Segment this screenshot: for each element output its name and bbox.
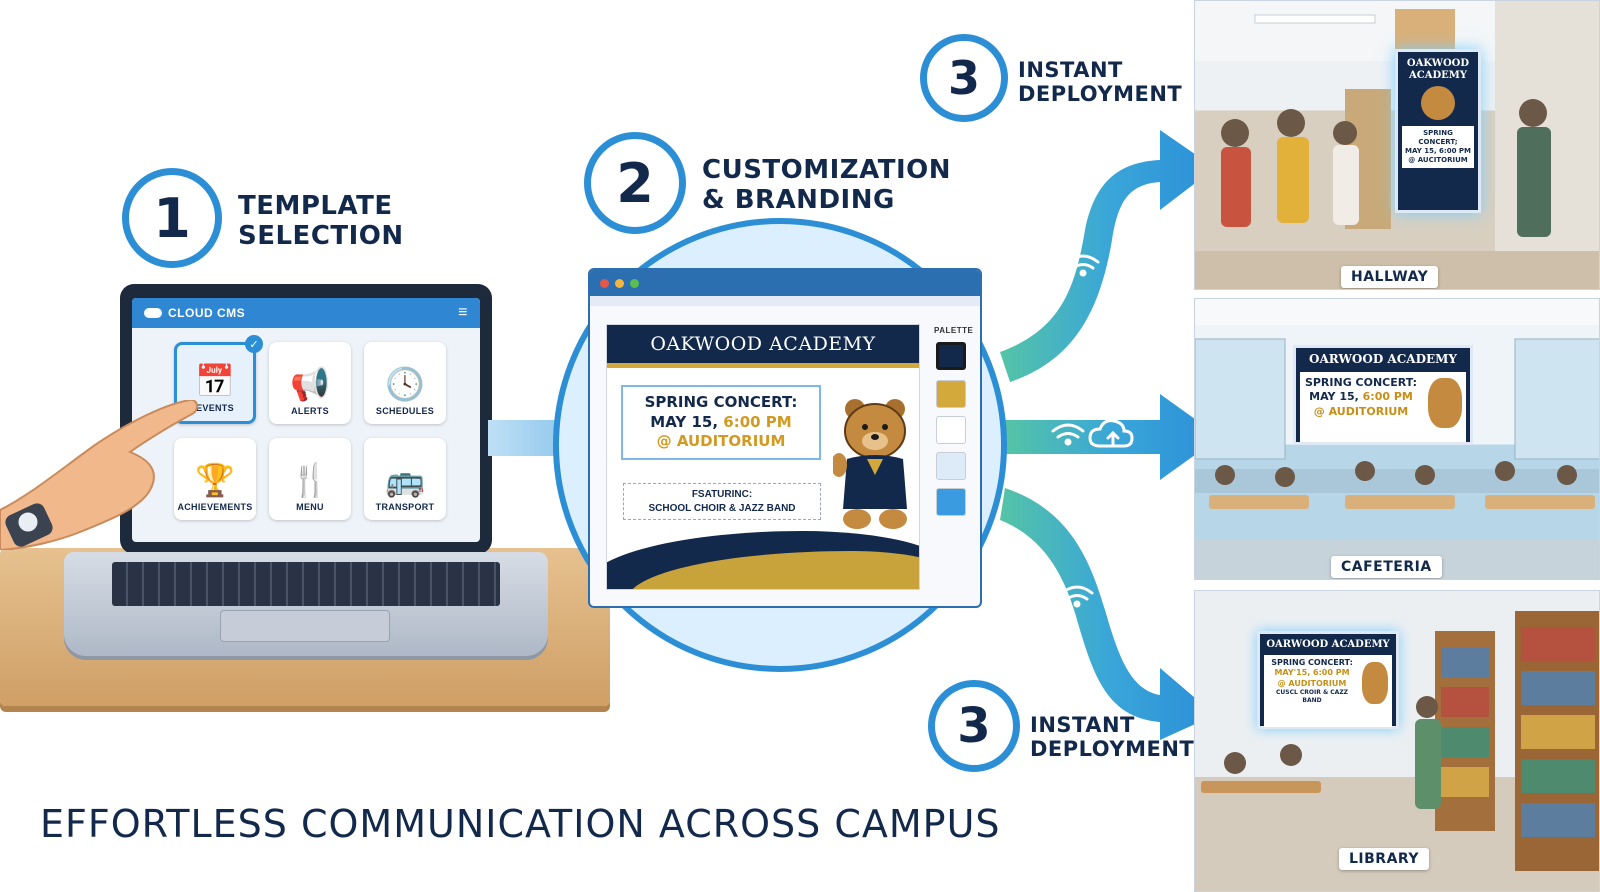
tile-label: TRANSPORT — [375, 502, 435, 512]
arrow-to-hallway — [1000, 130, 1215, 382]
step-2-number: 2 — [616, 151, 654, 215]
tile-menu[interactable]: 🍴 MENU — [269, 438, 351, 520]
step-3-top-number: 3 — [947, 51, 980, 105]
bus-icon: 🚌 — [385, 462, 425, 498]
bear-mascot-icon — [1362, 662, 1388, 704]
design-editor-window: OAKWOOD ACADEMY SPRING CONCERT: MAY 15, … — [588, 268, 982, 608]
trophy-icon: 🏆 — [195, 462, 235, 498]
editor-toolbar — [590, 296, 980, 306]
window-titlebar — [590, 270, 980, 296]
step-3-top-label: INSTANT DEPLOYMENT — [1018, 58, 1183, 107]
template-grid: ✓ 📅 EVENTS 📢 ALERTS 🕓 SCHEDULES 🏆 ACHIEV… — [174, 335, 446, 520]
calendar-icon: 📅 — [195, 363, 235, 399]
bear-mascot-icon[interactable] — [833, 393, 917, 533]
bear-mascot-icon — [1421, 86, 1455, 120]
step-1-number: 1 — [153, 186, 191, 250]
hallway-digital-sign: OAKWOOD ACADEMY SPRING CONCERT; MAY 15, … — [1395, 49, 1481, 213]
clock-icon: 🕓 — [385, 366, 425, 402]
library-panel: OARWOOD ACADEMY SPRING CONCERT: MAY'15, … — [1194, 590, 1600, 892]
library-tag: LIBRARY — [1339, 848, 1430, 870]
library-digital-sign: OARWOOD ACADEMY SPRING CONCERT: MAY'15, … — [1257, 631, 1399, 729]
step-3-bottom-label: INSTANT DEPLOYMENT — [1030, 713, 1195, 762]
tile-label: ACHIEVEMENTS — [177, 502, 253, 512]
minimize-dot-icon[interactable] — [615, 278, 624, 288]
tile-achievements[interactable]: 🏆 ACHIEVEMENTS — [174, 438, 256, 520]
hallway-tag: HALLWAY — [1341, 266, 1439, 288]
hamburger-menu-icon[interactable]: ≡ — [458, 304, 468, 321]
step-3-bottom-badge: 3 — [928, 680, 1020, 772]
cms-screen: CLOUD CMS ≡ ✓ 📅 EVENTS 📢 ALERTS 🕓 SCHEDU… — [132, 298, 480, 542]
trackpad — [220, 610, 390, 642]
poster-featuring-box[interactable]: FSATURINC: SCHOOL CHOIR & JAZZ BAND — [623, 483, 821, 520]
cafeteria-panel: OARWOOD ACADEMY SPRING CONCERT: MAY 15, … — [1194, 298, 1600, 580]
utensils-icon: 🍴 — [290, 462, 330, 498]
laptop-keyboard-deck — [64, 552, 548, 656]
cafeteria-digital-sign: OARWOOD ACADEMY SPRING CONCERT: MAY 15, … — [1293, 345, 1473, 445]
step-1-badge: 1 — [122, 168, 222, 268]
cms-header: CLOUD CMS ≡ — [132, 298, 480, 328]
tile-label: EVENTS — [196, 403, 234, 413]
palette-swatch-light-blue[interactable] — [936, 452, 966, 480]
hallway-panel: OAKWOOD ACADEMY SPRING CONCERT; MAY 15, … — [1194, 0, 1600, 290]
palette-swatch-blue[interactable] — [936, 488, 966, 516]
wifi-icon — [1066, 254, 1100, 277]
step-2-label: CUSTOMIZATION & BRANDING — [702, 155, 952, 215]
cms-title: CLOUD CMS — [168, 306, 246, 320]
cloud-icon — [144, 308, 162, 318]
step-3-bottom-number: 3 — [957, 698, 991, 754]
hallway-sign-body: SPRING CONCERT; MAY 15, 6:00 PM @ AUCITO… — [1402, 126, 1474, 169]
library-scene — [1201, 611, 1599, 871]
cafeteria-scene — [1195, 299, 1599, 579]
maximize-dot-icon[interactable] — [630, 278, 639, 288]
tile-label: MENU — [296, 502, 324, 512]
close-dot-icon[interactable] — [600, 278, 609, 288]
step-1-label: TEMPLATE SELECTION — [238, 191, 404, 251]
tile-transport[interactable]: 🚌 TRANSPORT — [364, 438, 446, 520]
wifi-icon — [1051, 423, 1085, 446]
cafeteria-tag: CAFETERIA — [1331, 556, 1442, 578]
megaphone-icon: 📢 — [290, 366, 330, 402]
wifi-icon — [1060, 585, 1094, 608]
tile-alerts[interactable]: 📢 ALERTS — [269, 342, 351, 424]
footer-title: EFFORTLESS COMMUNICATION ACROSS CAMPUS — [40, 802, 1001, 846]
tile-schedules[interactable]: 🕓 SCHEDULES — [364, 342, 446, 424]
arrow-to-cafeteria — [1005, 394, 1220, 480]
tile-label: ALERTS — [291, 406, 329, 416]
step-2-badge: 2 — [584, 132, 686, 234]
checkmark-icon: ✓ — [245, 335, 263, 353]
tile-label: SCHEDULES — [375, 406, 435, 416]
poster-divider — [607, 363, 919, 368]
poster-event-text[interactable]: SPRING CONCERT: MAY 15, 6:00 PM @ AUDITO… — [621, 385, 821, 460]
pointing-hand — [0, 400, 198, 550]
poster-title[interactable]: OAKWOOD ACADEMY — [607, 325, 919, 363]
palette-swatch-gold[interactable] — [936, 380, 966, 408]
hallway-scene — [1195, 1, 1599, 289]
palette-label: PALETTE — [934, 326, 974, 335]
arrow-to-library — [1000, 488, 1215, 740]
tile-events[interactable]: ✓ 📅 EVENTS — [174, 335, 263, 424]
step-3-top-badge: 3 — [920, 34, 1008, 122]
keyboard — [112, 562, 500, 606]
bear-mascot-icon — [1428, 378, 1462, 428]
cloud-upload-icon — [1088, 419, 1134, 448]
palette-swatch-navy[interactable] — [936, 342, 966, 370]
poster-canvas[interactable]: OAKWOOD ACADEMY SPRING CONCERT: MAY 15, … — [606, 324, 920, 590]
palette-swatch-white[interactable] — [936, 416, 966, 444]
